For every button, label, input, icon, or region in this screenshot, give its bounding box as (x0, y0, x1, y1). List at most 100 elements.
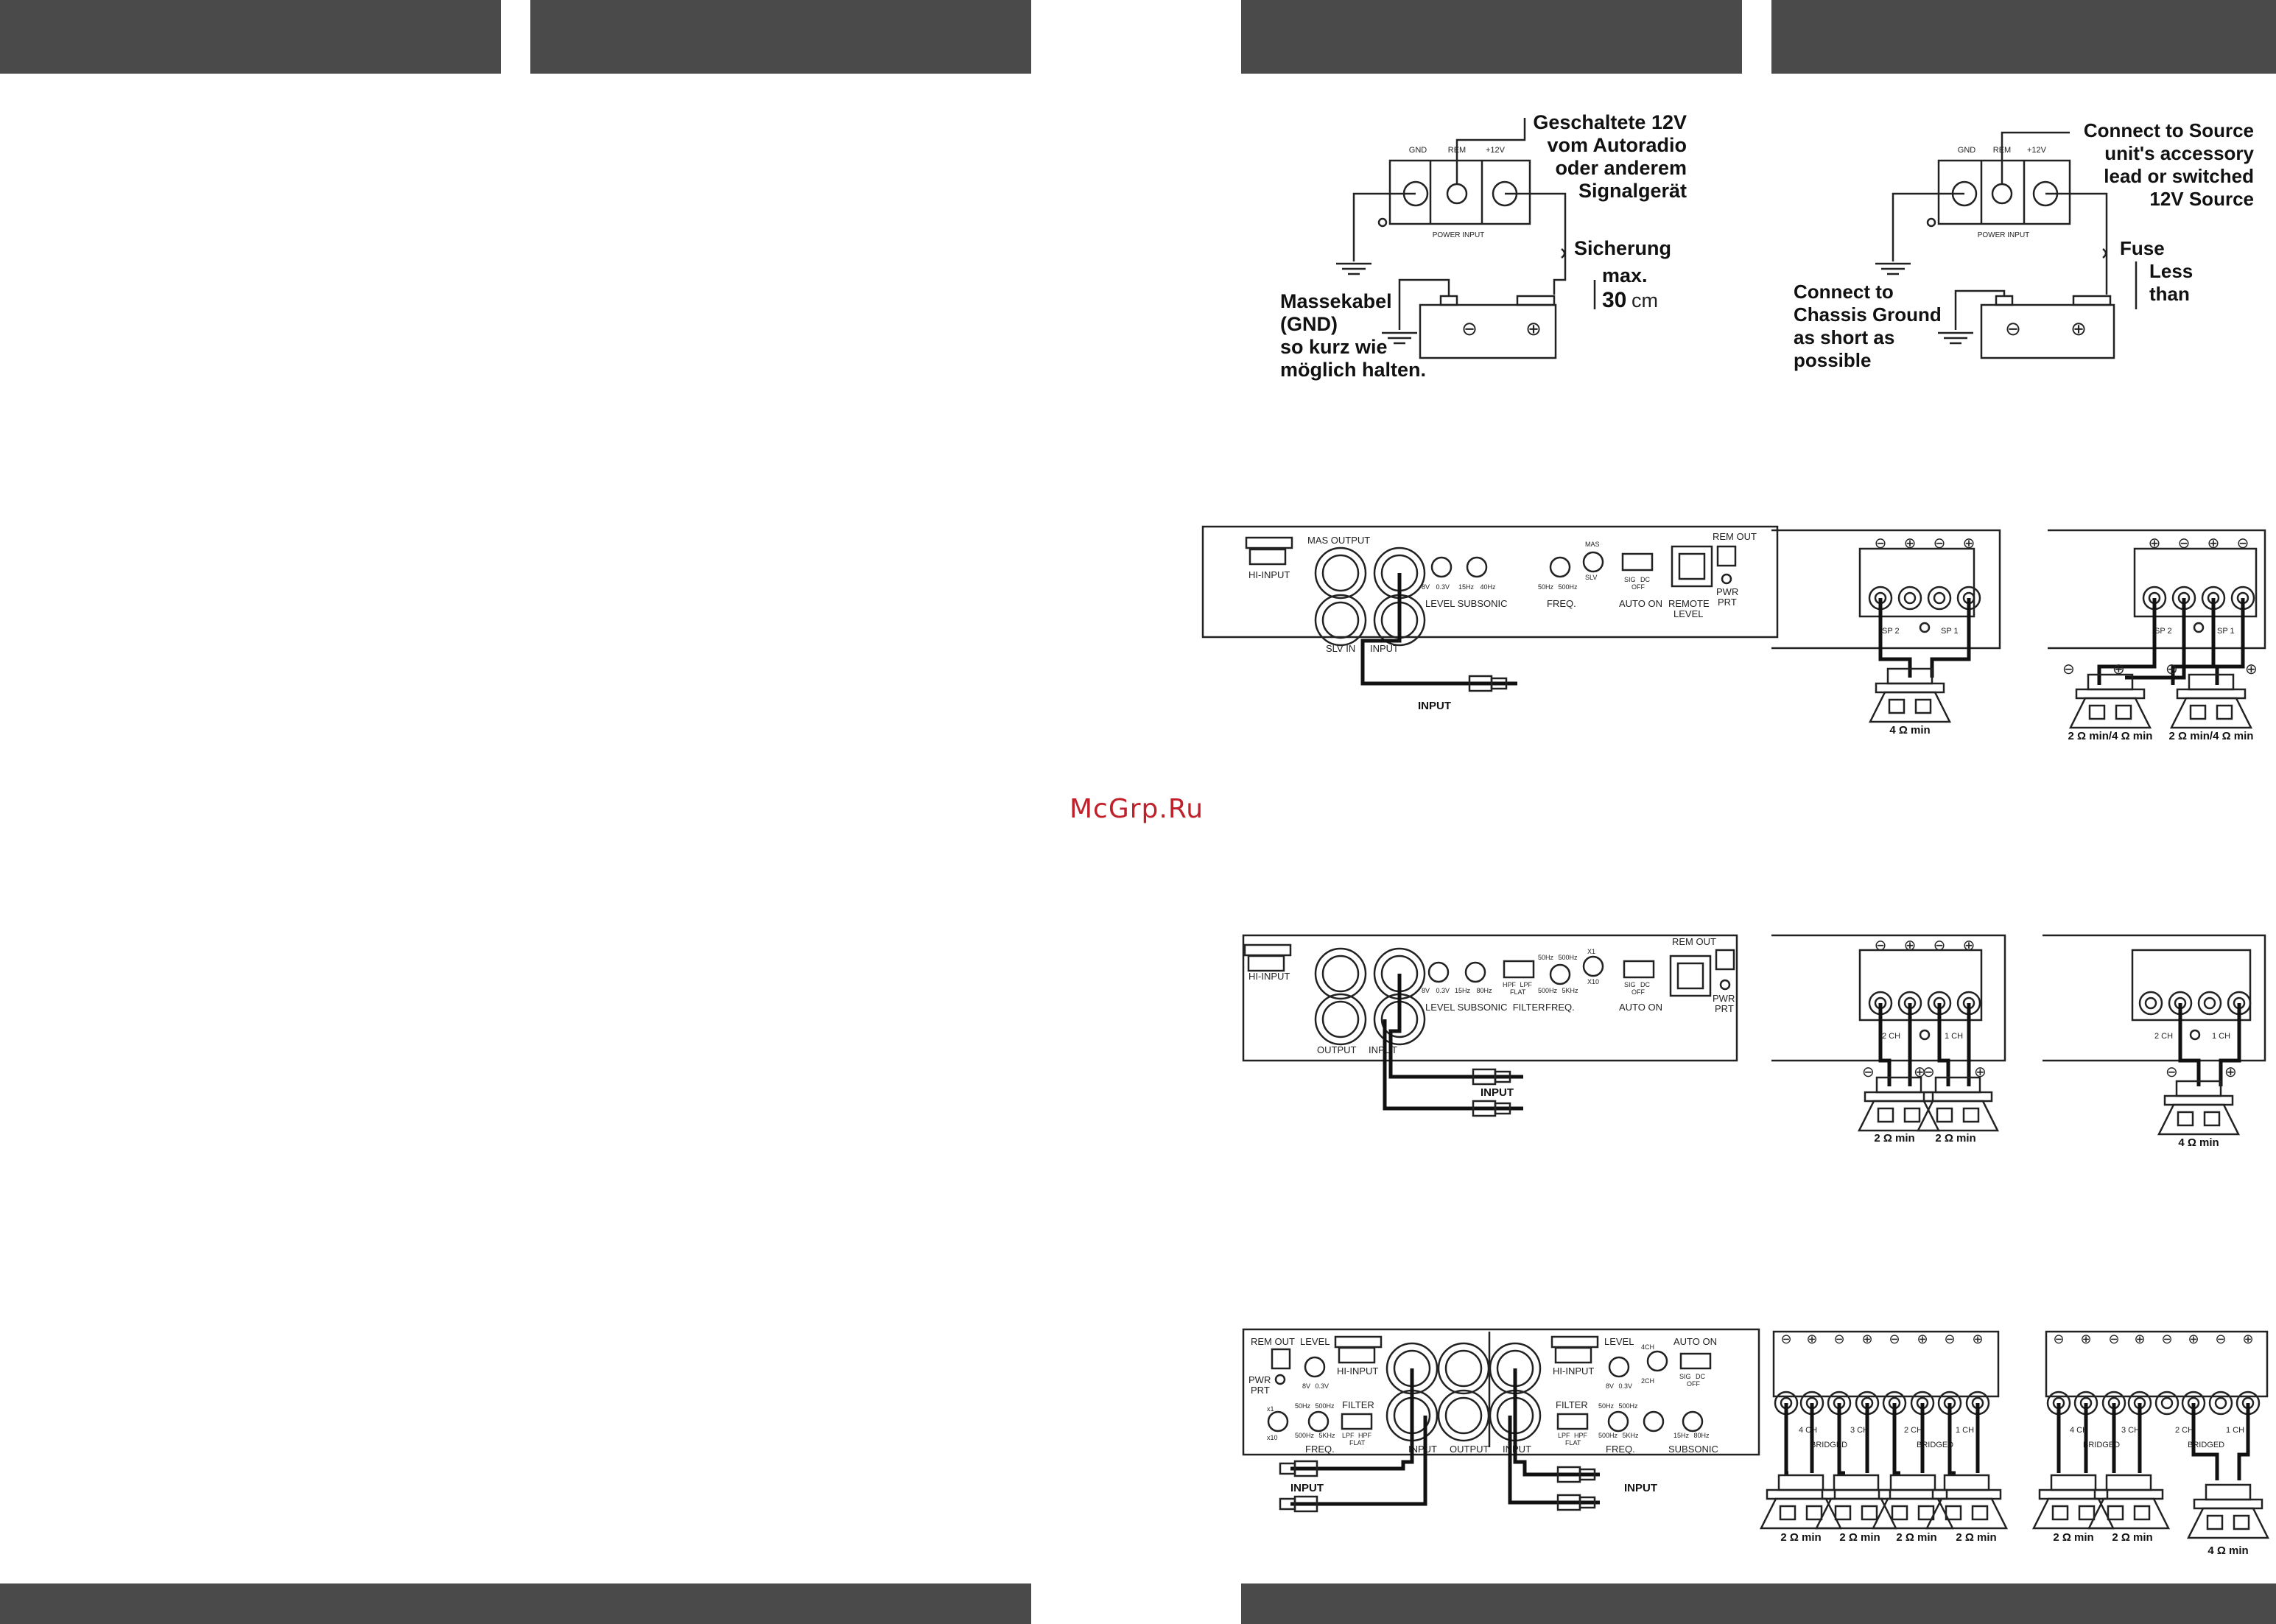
p2-pwr: PWR (1713, 993, 1735, 1004)
s2a-load-1: 2 Ω min (1874, 1132, 1914, 1145)
p3-ch-2ch: 2CH (1641, 1377, 1654, 1385)
s3a-load-3: 2 Ω min (1896, 1531, 1936, 1544)
s3a-load-4: 2 Ω min (1956, 1531, 1996, 1544)
de-fuse-label: Sicherung (1574, 237, 1671, 259)
p3-freq-right: FREQ. (1606, 1444, 1635, 1455)
s3a-sign-7: ⊖ (1944, 1332, 1955, 1346)
en-fuse-label: Fuse (2120, 237, 2165, 259)
p1-off: OFF (1632, 583, 1645, 591)
s1b-sign-3: ⊕ (2207, 535, 2220, 552)
p2-gain-x1: X1 (1587, 948, 1595, 955)
s3b-term-2: 3 CH (2121, 1426, 2140, 1435)
de-distance: 30 (1602, 288, 1626, 312)
de-remote-label-2: vom Autoradio (1547, 134, 1687, 156)
s3a-term-1: 4 CH (1799, 1426, 1817, 1435)
speaker-diagram-2b: 2 CH 1 CH ⊖ ⊕ 4 Ω min (2043, 934, 2266, 1149)
p3-auto-on: AUTO ON (1673, 1336, 1717, 1347)
p1-freq-range: 50Hz 500Hz (1538, 583, 1578, 591)
p2-subsonic-range: 15Hz 80Hz (1455, 987, 1492, 994)
s1a-sign-4: ⊕ (1963, 535, 1975, 552)
p3-filter-opts: LPF HPF (1342, 1432, 1372, 1439)
p2-output: OUTPUT (1317, 1044, 1357, 1055)
s1b-sign-d: ⊕ (2245, 661, 2258, 678)
header-bar-2 (530, 0, 1031, 74)
en-wiring-diagram: GND REM +12V POWER INPUT ⊖ ⊕ Connect to … (1794, 119, 2255, 371)
p2-rem-out: REM OUT (1672, 936, 1716, 947)
s1b-sign-c: ⊖ (2166, 661, 2178, 678)
de-remote-label-1: Geschaltete 12V (1533, 111, 1687, 133)
p1-slv-in: SLV IN (1326, 643, 1355, 654)
s3b-term-3: 2 CH (2175, 1426, 2194, 1435)
p3-hi-input: HI-INPUT (1337, 1365, 1378, 1377)
p1-mas-output: MAS OUTPUT (1307, 535, 1370, 546)
de-remote-label-3: oder anderem (1555, 157, 1687, 179)
s3b-sign-8: ⊕ (2242, 1332, 2253, 1346)
p1-slv: SLV (1585, 574, 1597, 581)
s3b-load-1: 2 Ω min (2053, 1531, 2093, 1544)
s3a-sign-1: ⊖ (1780, 1332, 1791, 1346)
s1b-load-2: 2 Ω min/4 Ω min (2169, 730, 2254, 742)
s3b-sign-4: ⊕ (2134, 1332, 2145, 1346)
p3-input-left: INPUT (1408, 1444, 1437, 1455)
speaker-diagram-1a: ⊖ ⊕ ⊖ ⊕ SP 2 SP 1 4 Ω min (1771, 529, 2001, 737)
s3a-sign-4: ⊕ (1861, 1332, 1872, 1346)
s1a-sign-2: ⊕ (1904, 535, 1917, 552)
s3b-sign-1: ⊖ (2053, 1332, 2064, 1346)
s2a-sign-3: ⊖ (1933, 938, 1946, 954)
p3-freq-left: FREQ. (1305, 1444, 1335, 1455)
s1a-term-2: SP 1 (1941, 627, 1959, 636)
s3a-bridged-2: BRIDGED (1917, 1441, 1953, 1449)
p3-hi-input-right: HI-INPUT (1553, 1365, 1594, 1377)
en-ground-label-2: Chassis Ground (1794, 303, 1942, 326)
p2-filter-flat: FLAT (1510, 988, 1526, 996)
s2b-load: 4 Ω min (2178, 1136, 2219, 1149)
s3b-bridged-2: BRIDGED (2188, 1441, 2224, 1449)
p2-freq-range-bottom: 500Hz 5KHz (1538, 987, 1578, 994)
s1a-sign-3: ⊖ (1933, 535, 1946, 552)
s3a-bridged-1: BRIDGED (1810, 1441, 1847, 1449)
de-ground-label-3: so kurz wie (1280, 336, 1388, 358)
p2-cable: INPUT (1481, 1086, 1514, 1099)
header-bar-3 (1241, 0, 1742, 74)
s1b-term-1: SP 2 (2154, 627, 2172, 636)
s3b-sign-7: ⊖ (2215, 1332, 2226, 1346)
p3-filter-flat-right: FLAT (1565, 1439, 1581, 1447)
en-remote-label-3: lead or switched (2104, 165, 2254, 187)
de-power-input: POWER INPUT (1433, 231, 1485, 239)
de-wiring-diagram: GND REM +12V POWER INPUT ⊖ ⊕ Geschaltete… (1280, 111, 1687, 381)
s3a-sign-5: ⊖ (1889, 1332, 1900, 1346)
s2b-sign-b: ⊕ (2224, 1064, 2237, 1080)
s1b-sign-a: ⊖ (2062, 661, 2075, 678)
en-ground-label-1: Connect to (1794, 281, 1894, 303)
p3-subsonic: SUBSONIC (1668, 1444, 1718, 1455)
s2a-term-2: 1 CH (1945, 1032, 1963, 1041)
p3-level: LEVEL (1300, 1336, 1330, 1347)
s2a-sign-c: ⊖ (1922, 1064, 1935, 1080)
en-less-label-1: Less (2149, 260, 2193, 282)
p1-rem-out: REM OUT (1713, 531, 1757, 542)
s3b-bridged-1: BRIDGED (2083, 1441, 2120, 1449)
speaker-diagram-1b: ⊕ ⊖ ⊕ ⊖ SP 2 SP 1 ⊖ ⊕ ⊖ ⊕ 2 Ω min/4 Ω mi… (2048, 529, 2266, 742)
s1b-sign-4: ⊖ (2237, 535, 2249, 552)
p2-level-range: 8V 0.3V (1422, 987, 1450, 994)
s2a-sign-a: ⊖ (1862, 1064, 1875, 1080)
s2b-sign-a: ⊖ (2166, 1064, 2178, 1080)
header-bar-1 (0, 0, 501, 74)
s3a-sign-8: ⊕ (1972, 1332, 1983, 1346)
p2-auto-on: AUTO ON (1619, 1002, 1662, 1013)
p2-filter-opts: HPF LPF (1503, 981, 1533, 988)
p1-freq: FREQ. (1547, 598, 1576, 609)
p3-freq-range-bottom: 500Hz 5KHz (1295, 1432, 1335, 1439)
s3a-sign-6: ⊕ (1917, 1332, 1928, 1346)
s3b-sign-3: ⊖ (2108, 1332, 2119, 1346)
p3-freq-range-top: 50Hz 500Hz (1295, 1402, 1335, 1410)
s1b-sign-2: ⊖ (2178, 535, 2191, 552)
p1-pwr: PWR (1716, 586, 1738, 597)
s2a-sign-b: ⊕ (1914, 1064, 1926, 1080)
s3b-sign-5: ⊖ (2161, 1332, 2172, 1346)
en-ground-label-3: as short as (1794, 326, 1894, 348)
s3b-term-4: 1 CH (2226, 1426, 2244, 1435)
en-power-input: POWER INPUT (1978, 231, 2030, 239)
p2-off: OFF (1632, 988, 1645, 996)
s2a-sign-1: ⊖ (1875, 938, 1887, 954)
